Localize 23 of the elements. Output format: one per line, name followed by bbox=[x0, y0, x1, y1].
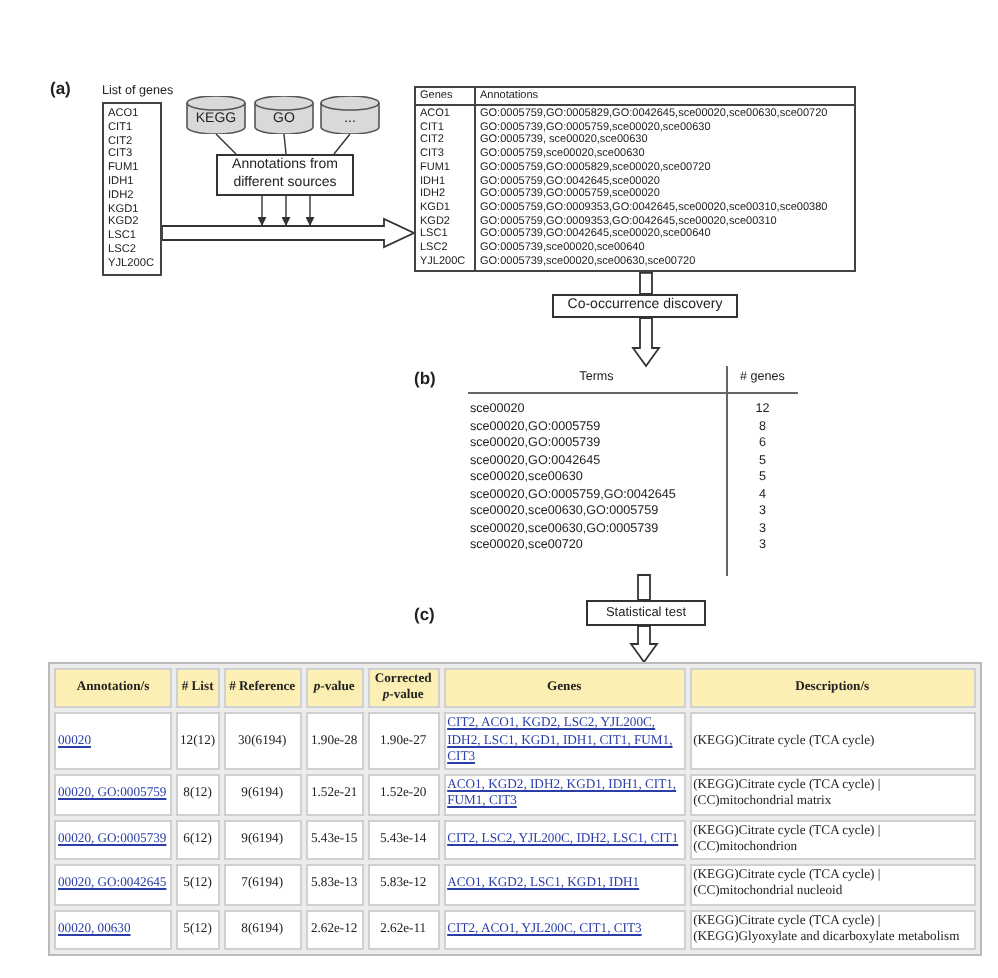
process-box bbox=[586, 600, 706, 626]
results-table bbox=[48, 662, 982, 957]
panel-label: (a) bbox=[50, 78, 71, 98]
arrow bbox=[281, 195, 291, 227]
block-arrow bbox=[161, 217, 417, 249]
database-cylinder bbox=[320, 96, 380, 134]
hollow-connector bbox=[637, 574, 651, 601]
block-arrow bbox=[629, 625, 659, 664]
terms-table bbox=[468, 366, 798, 575]
database-cylinder bbox=[254, 96, 314, 134]
arrow bbox=[257, 195, 267, 227]
database-cylinder bbox=[186, 96, 246, 134]
process-box bbox=[216, 154, 354, 196]
connector-line bbox=[333, 133, 351, 155]
panel-label: (c) bbox=[414, 604, 435, 624]
panel-label: (b) bbox=[414, 368, 436, 388]
process-box bbox=[552, 294, 738, 318]
connector-line bbox=[215, 133, 237, 155]
hollow-connector bbox=[639, 272, 653, 295]
block-arrow bbox=[631, 317, 661, 368]
annotation-table bbox=[414, 86, 856, 273]
connector-line bbox=[283, 133, 287, 155]
arrow bbox=[305, 195, 315, 227]
